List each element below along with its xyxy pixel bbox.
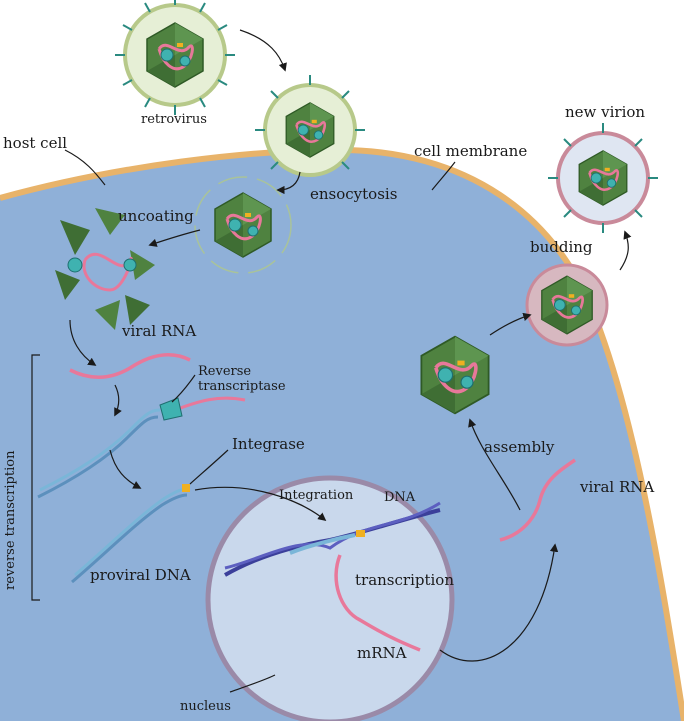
label-reverse-transcription: reverse transcription [3, 450, 18, 590]
process-arrows [31, 29, 632, 693]
label-integrase: Integrase [232, 435, 305, 453]
entering-virus [255, 75, 365, 177]
viral-rna-strand [69, 352, 191, 379]
label-dna: DNA [384, 490, 416, 505]
reverse-transcription-strands [37, 396, 246, 499]
arrow-mrna-out [439, 543, 559, 662]
pointer-integrase [189, 449, 229, 485]
label-uncoating: uncoating [118, 207, 194, 225]
label-reverse-transcriptase-2: transcriptase [198, 379, 286, 394]
bracket-reverse-transcription [31, 354, 40, 601]
chromosomal-dna [224, 501, 441, 652]
label-cell-membrane: cell membrane [414, 142, 527, 160]
label-integration: Integration [279, 488, 354, 503]
arrow-to-uncoating [148, 229, 201, 247]
retrovirus-particle [115, 0, 235, 115]
arrow-integration [194, 486, 327, 522]
pointer-cell-membrane [431, 161, 456, 191]
label-proviral-dna: proviral DNA [90, 566, 191, 584]
uncoating-capsid [55, 208, 155, 330]
label-host-cell: host cell [3, 134, 67, 152]
label-retrovirus: retrovirus [141, 112, 207, 127]
label-viral-rna-right: viral RNA [579, 478, 654, 496]
viral-rna-right [499, 458, 576, 542]
arrow-to-proviral [109, 449, 142, 489]
arrow-assembly [468, 418, 521, 511]
arrow-to-membrane [239, 29, 287, 72]
arrow-to-ensocytosis [276, 171, 301, 195]
budding-capsid [525, 263, 609, 347]
proviral-dna-strands [71, 484, 191, 584]
host-cell-cytoplasm [0, 150, 684, 721]
label-viral-rna-top: viral RNA [121, 322, 196, 340]
transcribed-mrna [334, 554, 421, 652]
nucleus [205, 475, 455, 721]
label-mrna: mRNA [357, 644, 407, 662]
cell-membrane [0, 146, 684, 721]
label-assembly: assembly [484, 438, 555, 456]
pointer-nucleus [229, 674, 276, 693]
label-reverse-transcriptase-1: Reverse [198, 364, 251, 379]
arrow-to-new-virion [619, 230, 632, 271]
endocytosed-capsid [194, 176, 292, 274]
new-virion-particle [548, 123, 658, 233]
arrow-to-viral-rna [69, 319, 97, 366]
arrow-to-budding [489, 312, 532, 336]
label-ensocytosis: ensocytosis [310, 185, 397, 203]
arrow-to-reverse-transcription [114, 384, 122, 417]
pointer-host-cell [64, 149, 106, 186]
label-transcription: transcription [355, 571, 454, 589]
label-new-virion: new virion [565, 103, 645, 121]
label-nucleus: nucleus [180, 699, 231, 714]
pointer-reverse-transcriptase [171, 374, 196, 403]
label-budding: budding [530, 238, 593, 256]
